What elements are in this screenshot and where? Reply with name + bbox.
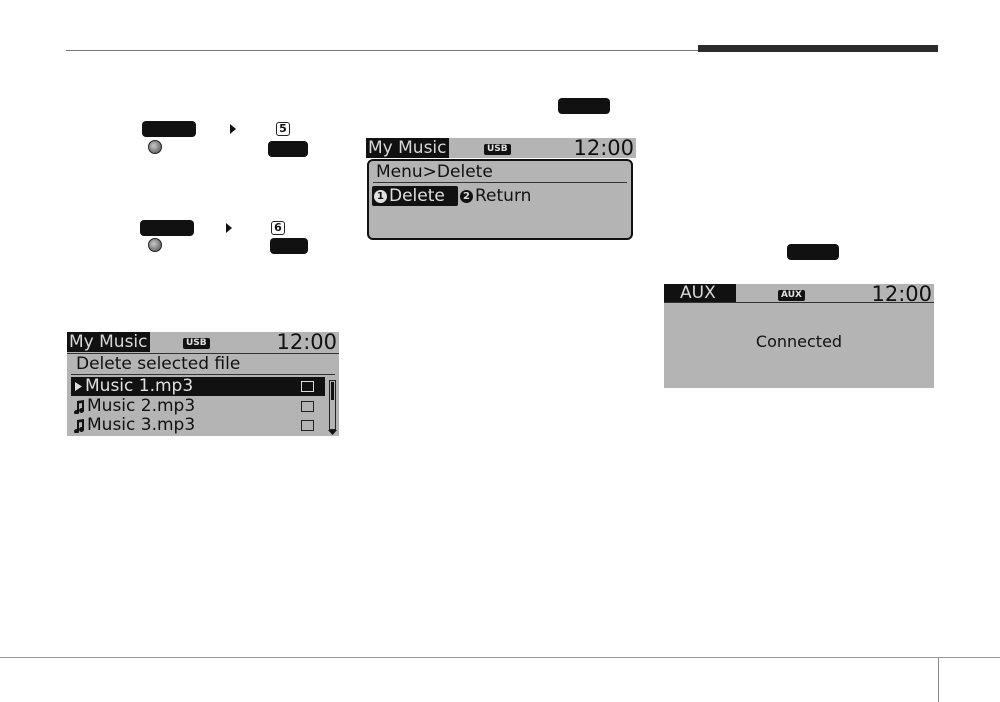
enter-key-button[interactable]: [268, 141, 308, 157]
list-item[interactable]: Music 3.mp3: [71, 415, 325, 435]
heading-divider: [71, 374, 335, 375]
checkbox[interactable]: [301, 420, 314, 431]
screen-title: My Music: [67, 332, 150, 352]
scroll-down-icon[interactable]: [328, 430, 337, 435]
option-return[interactable]: 2 Return: [460, 186, 550, 206]
clock: 12:00: [871, 284, 932, 306]
lcd-aux: AUX AUX 12:00 Connected: [664, 284, 934, 388]
breadcrumb: Menu>Delete: [376, 162, 493, 182]
screen-title: My Music: [366, 138, 449, 158]
option-number-2: 2: [460, 190, 473, 203]
screen-heading: Delete selected file: [76, 354, 241, 374]
media-key-button[interactable]: [787, 244, 839, 260]
list-item[interactable]: Music 2.mp3: [71, 396, 325, 416]
enter-key-button-2[interactable]: [270, 238, 308, 254]
music-note-icon: [74, 400, 85, 414]
number-key-6[interactable]: 6: [271, 221, 285, 235]
title-divider: [67, 353, 339, 354]
header-tab: [698, 45, 938, 52]
tune-knob-icon[interactable]: [148, 238, 162, 252]
tune-knob-icon[interactable]: [148, 140, 162, 154]
menu-key-button-3[interactable]: [558, 98, 610, 114]
title-divider: [664, 302, 934, 303]
menu-key-button-2[interactable]: [140, 220, 194, 236]
list-item-label: Music 3.mp3: [87, 415, 196, 435]
scrollbar-thumb[interactable]: [331, 382, 334, 400]
checkbox[interactable]: [301, 401, 314, 412]
list-item-selected[interactable]: Music 1.mp3: [71, 376, 325, 396]
header-rule: [66, 50, 938, 51]
number-key-5[interactable]: 5: [276, 122, 290, 136]
menu-key-button[interactable]: [142, 121, 196, 137]
option-label: Delete: [389, 186, 445, 206]
arrow-right-icon: [226, 223, 232, 233]
music-note-icon: [74, 419, 85, 433]
list-item-label: Music 2.mp3: [87, 396, 196, 416]
popup-box: Menu>Delete 1 Delete 2 Return: [367, 159, 633, 240]
list-item-label: Music 1.mp3: [85, 376, 194, 396]
option-label: Return: [475, 186, 532, 206]
footer-rule: [0, 657, 1000, 658]
lcd-delete-list: My Music USB 12:00 Delete selected file …: [67, 332, 339, 436]
title-block: AUX: [664, 284, 736, 303]
lcd-delete-confirm: My Music USB 12:00 Menu>Delete 1 Delete …: [366, 138, 636, 242]
option-delete[interactable]: 1 Delete: [372, 186, 458, 206]
source-badge: USB: [484, 144, 511, 155]
option-number-1: 1: [374, 190, 387, 203]
screen-title: AUX: [680, 284, 716, 303]
breadcrumb-divider: [373, 182, 627, 183]
source-badge: AUX: [778, 290, 805, 301]
play-arrow-icon: [75, 382, 82, 391]
clock: 12:00: [276, 332, 337, 354]
checkbox[interactable]: [301, 381, 314, 392]
scrollbar[interactable]: [329, 380, 336, 430]
status-text: Connected: [755, 332, 843, 351]
clock: 12:00: [573, 138, 634, 160]
arrow-right-icon: [230, 124, 236, 134]
source-badge: USB: [183, 338, 210, 349]
footer-divider: [938, 658, 939, 702]
